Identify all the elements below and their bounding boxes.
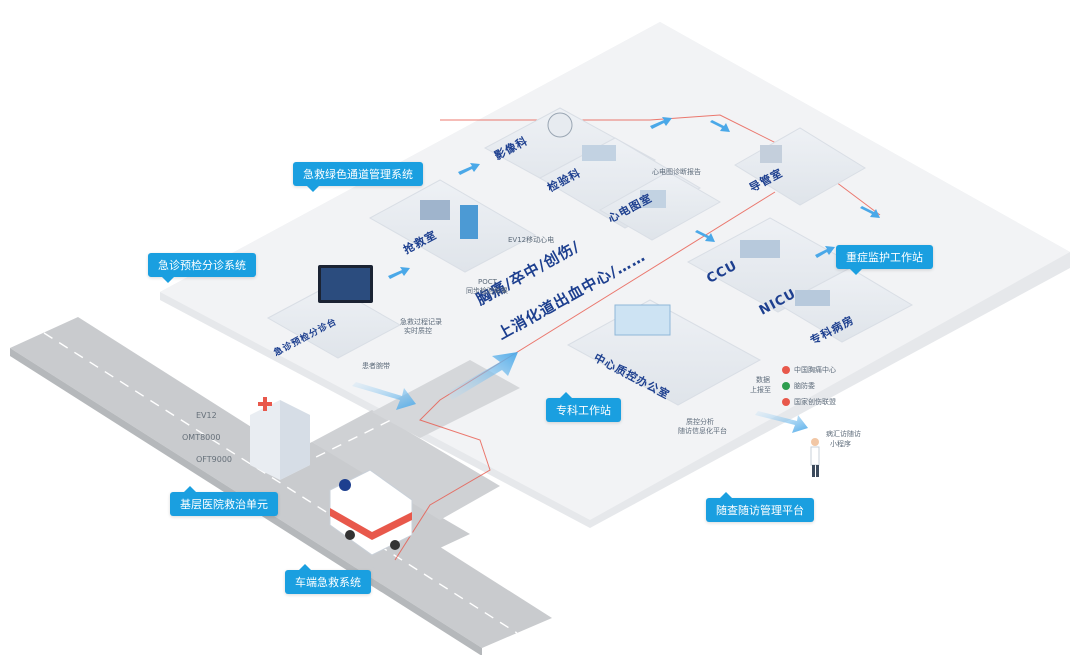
- qc-platform-label: 随访信息化平台: [678, 427, 727, 435]
- patient-band-label: 患者腕带: [362, 362, 390, 370]
- ambulance: [329, 469, 413, 556]
- flow-arrows: [352, 117, 880, 433]
- callout-followup: 随查随访管理平台: [706, 492, 814, 522]
- followup-miniapp2-label: 小程序: [830, 440, 851, 448]
- callout-triage: 急诊预检分诊系统: [148, 253, 256, 283]
- org-icons: [782, 366, 790, 406]
- callout-green-channel: 急救绿色通道管理系统: [293, 162, 423, 192]
- callout-icu-station: 重症监护工作站: [836, 245, 933, 275]
- data-report-to-label: 上报至: [750, 386, 771, 394]
- followup-person: [810, 438, 820, 477]
- ev12-mobile-label: EV12移动心电: [508, 236, 555, 244]
- primary-hospital-building: [250, 397, 310, 480]
- device-label: OMT8000: [182, 433, 221, 442]
- emergency-record-label: 急救过程记录: [400, 318, 442, 326]
- realtime-qc-label: 实时质控: [404, 327, 432, 335]
- device-label: OFT9000: [196, 455, 233, 464]
- callout-vehicle: 车端急救系统: [285, 564, 371, 594]
- org-item: 中国胸痛中心: [794, 366, 836, 374]
- poct-sub-label: 同步检验结果: [466, 287, 508, 295]
- data-report-label: 数据: [756, 376, 770, 384]
- road: [10, 317, 552, 655]
- callout-primary-hospital: 基层医院救治单元: [170, 486, 278, 516]
- ecg-report-label: 心电图诊断报告: [652, 168, 701, 176]
- equipment: [318, 112, 830, 336]
- org-item: 脑防委: [794, 382, 815, 390]
- qc-analysis-label: 质控分析: [686, 418, 714, 426]
- org-item: 国家创伤联盟: [794, 398, 836, 406]
- device-label: EV12: [196, 411, 217, 420]
- callout-specialist-station: 专科工作站: [546, 392, 621, 422]
- followup-miniapp-label: 病汇访随访: [826, 430, 861, 438]
- poct-label: POCT: [478, 278, 497, 286]
